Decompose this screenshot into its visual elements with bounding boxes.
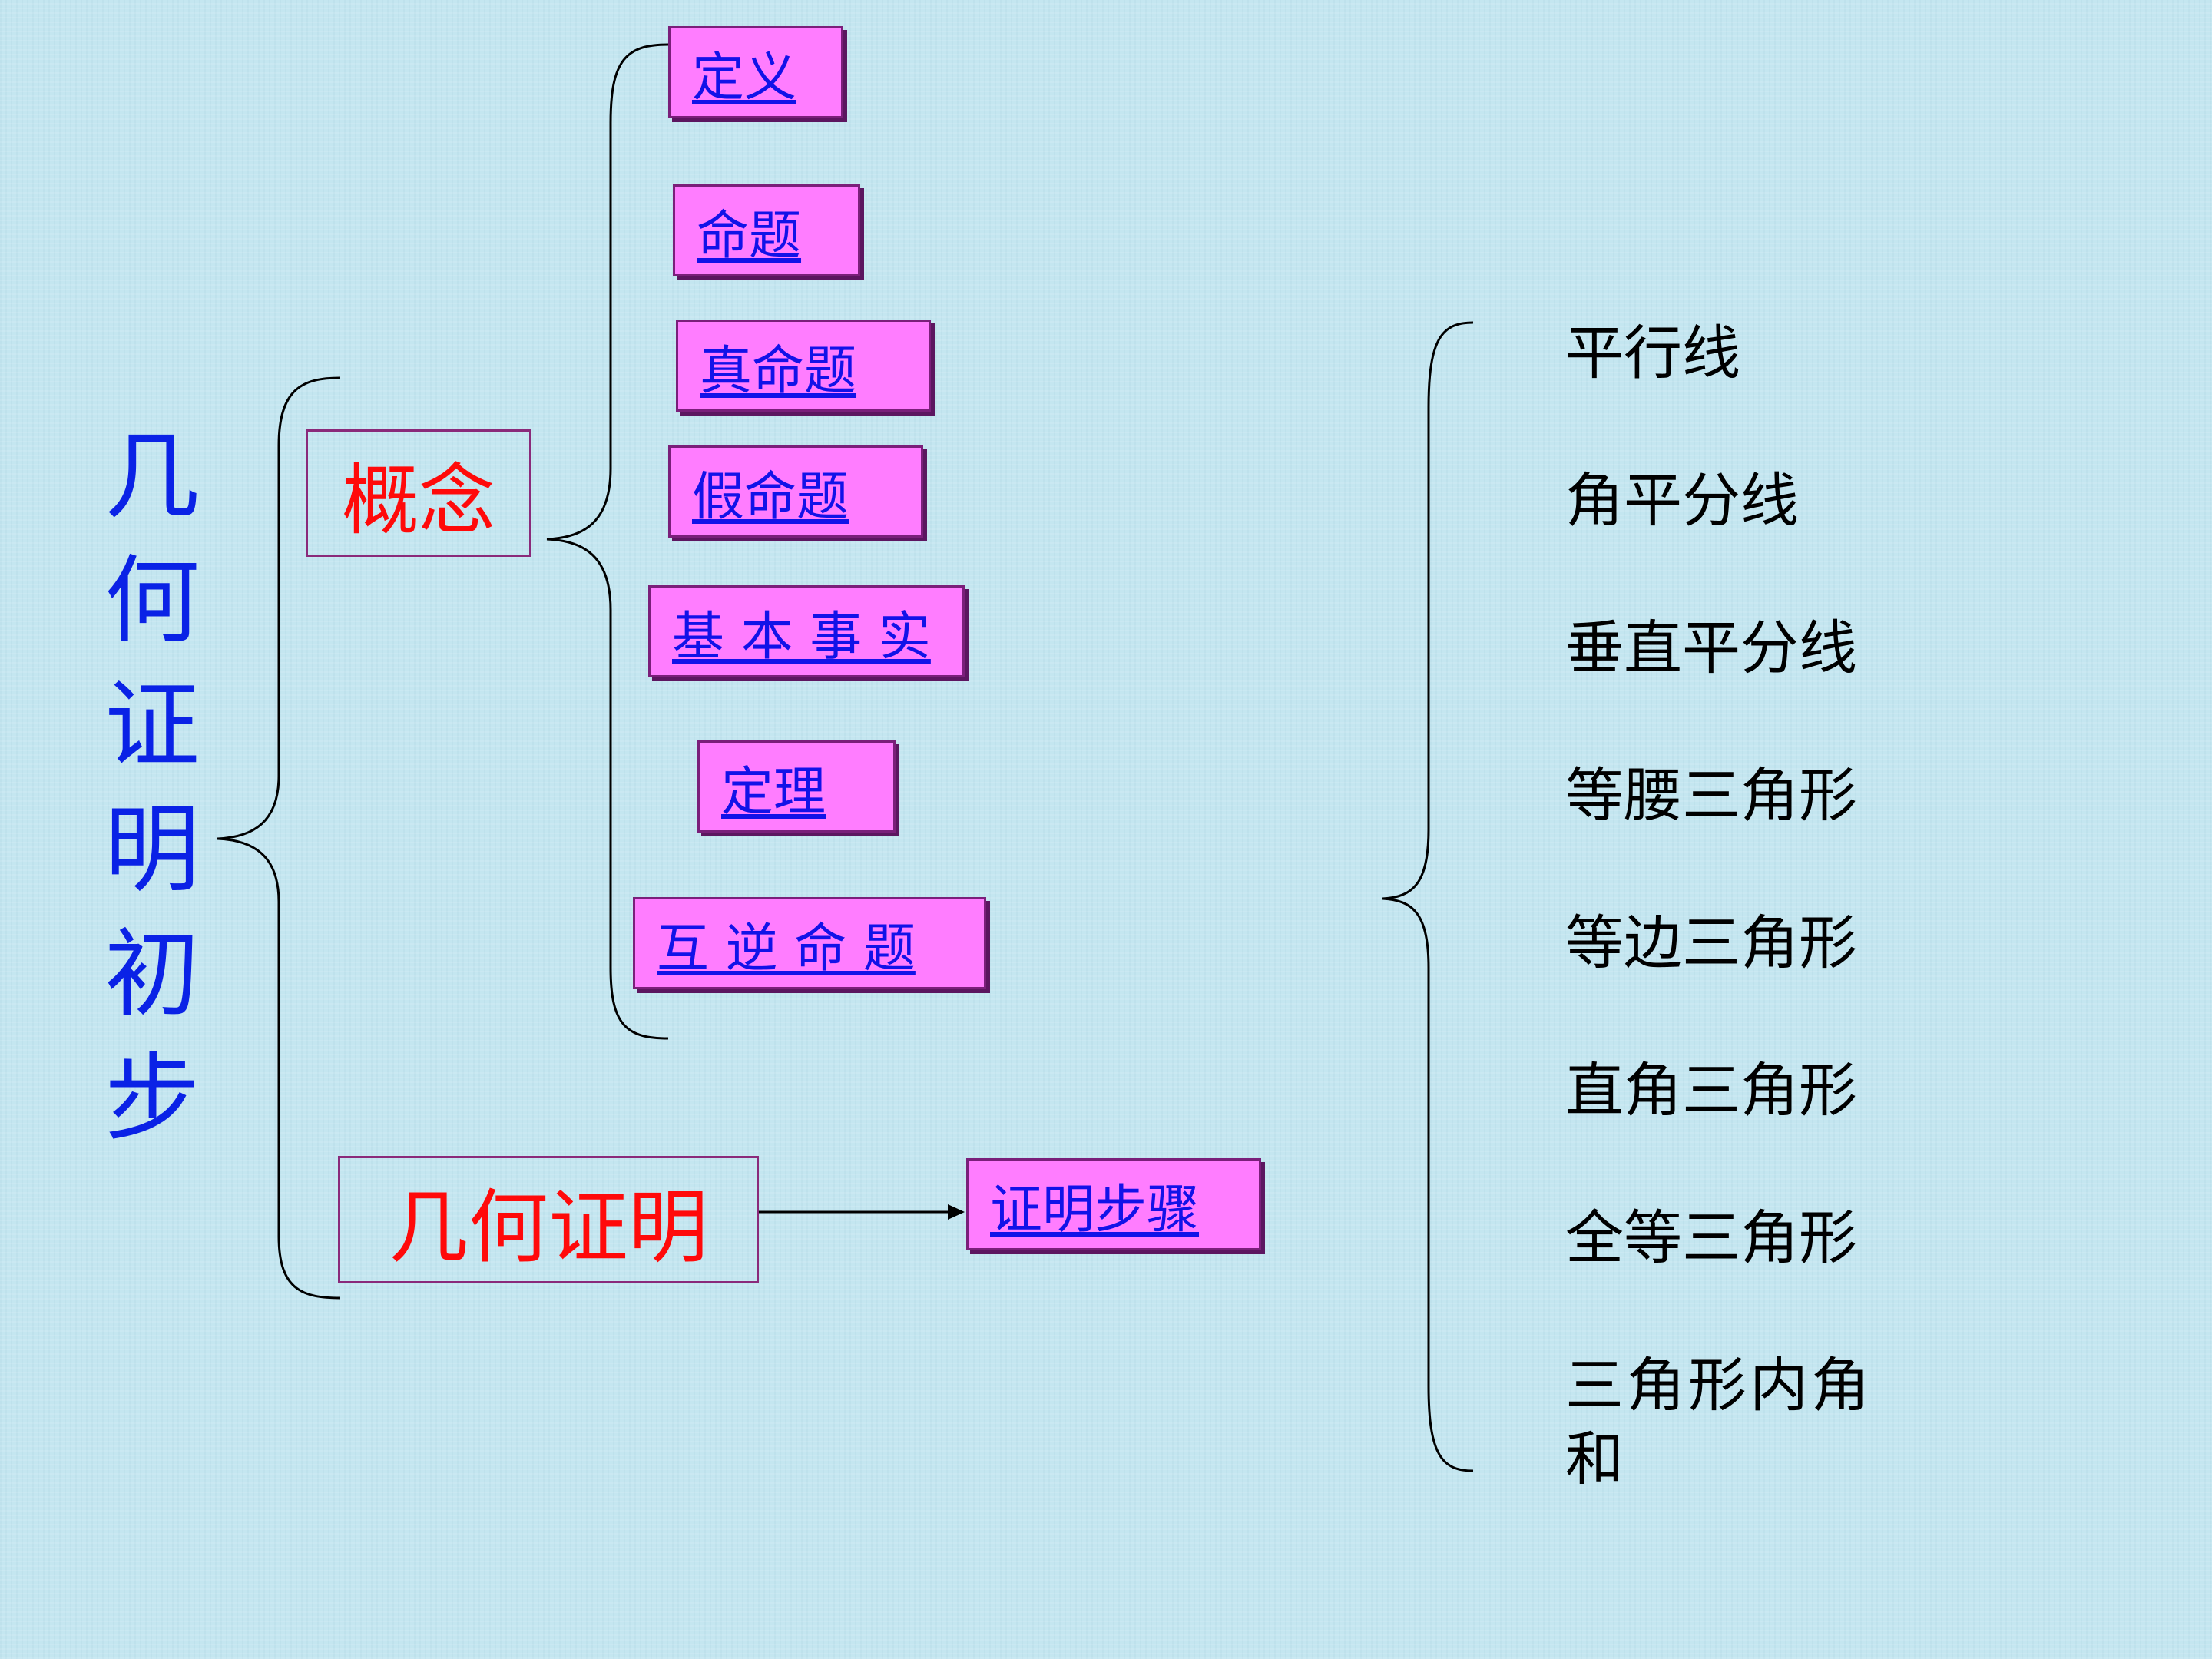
proof-steps-button[interactable]: 证明步骤 (966, 1158, 1261, 1250)
concept-button-false-proposition[interactable]: 假命题 (668, 445, 923, 538)
topic-isosceles-triangle: 等腰三角形 (1565, 761, 1857, 830)
concept-brace (546, 43, 669, 1040)
topic-congruent-triangles: 全等三角形 (1565, 1204, 1857, 1272)
concept-button-converse-propositions[interactable]: 互 逆 命 题 (633, 897, 986, 989)
proof-arrow-head (948, 1204, 965, 1220)
concept-button-label: 定义 (692, 47, 797, 108)
title-char-6: 步 (104, 1044, 200, 1154)
concept-branch-label: 概念 (342, 455, 495, 545)
concept-button-theorem[interactable]: 定理 (697, 740, 896, 833)
title-char-1: 几 (104, 422, 200, 532)
concept-button-label: 基 本 事 实 (672, 606, 931, 667)
topic-right-triangle: 直角三角形 (1565, 1056, 1857, 1124)
concept-button-label: 命题 (697, 205, 802, 267)
concept-button-label: 互 逆 命 题 (657, 918, 916, 979)
topics-brace (1382, 321, 1474, 1472)
concept-button-definition[interactable]: 定义 (668, 26, 843, 118)
topic-triangle-angle-sum: 三角形内角和 (1565, 1351, 1873, 1493)
concept-button-label: 真命题 (700, 340, 857, 402)
concept-button-label: 假命题 (692, 466, 849, 528)
concept-button-proposition[interactable]: 命题 (673, 184, 860, 276)
proof-branch-box: 几何证明 (338, 1156, 759, 1283)
title-char-2: 何 (104, 546, 200, 657)
topic-perpendicular-bisector: 垂直平分线 (1565, 614, 1857, 682)
title-char-3: 证 (104, 671, 200, 781)
concept-button-true-proposition[interactable]: 真命题 (676, 320, 931, 412)
concept-button-basic-facts[interactable]: 基 本 事 实 (648, 585, 965, 677)
concept-button-label: 定理 (721, 761, 826, 823)
diagram-title: 几 何 证 明 初 步 (98, 415, 206, 1161)
topic-parallel-lines: 平行线 (1565, 319, 1740, 387)
topic-angle-bisector: 角平分线 (1565, 466, 1799, 535)
main-brace (217, 376, 341, 1300)
proof-branch-label: 几何证明 (388, 1180, 708, 1274)
title-char-5: 初 (104, 919, 200, 1030)
proof-steps-label: 证明步骤 (990, 1179, 1200, 1240)
title-char-4: 明 (104, 795, 200, 906)
concept-branch-box: 概念 (306, 429, 531, 557)
topic-equilateral-triangle: 等边三角形 (1565, 909, 1857, 977)
